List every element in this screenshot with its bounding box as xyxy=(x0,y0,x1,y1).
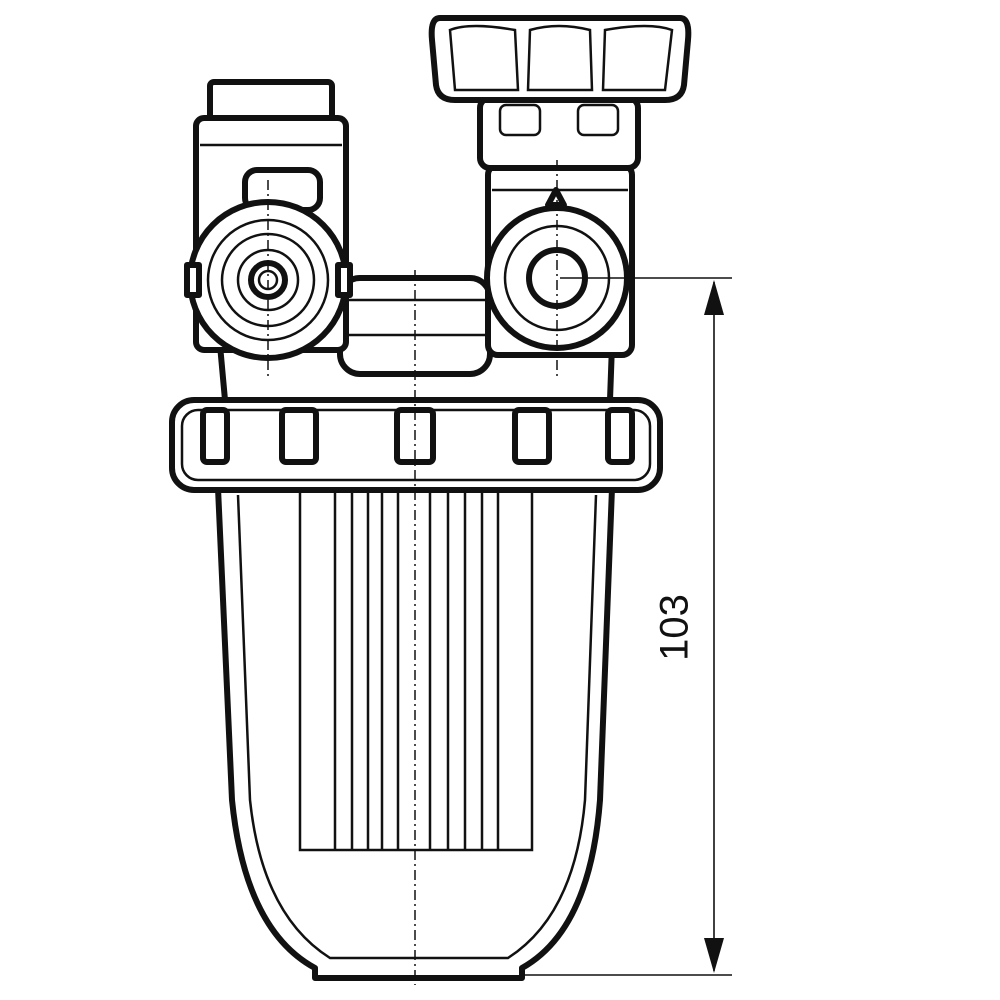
dimension-label: 103 xyxy=(652,594,697,661)
inlet-fitting xyxy=(184,79,353,361)
valve-knob xyxy=(428,15,692,171)
outlet-valve xyxy=(484,162,635,358)
bowl-collar xyxy=(169,397,663,493)
dimension-line xyxy=(522,277,732,976)
